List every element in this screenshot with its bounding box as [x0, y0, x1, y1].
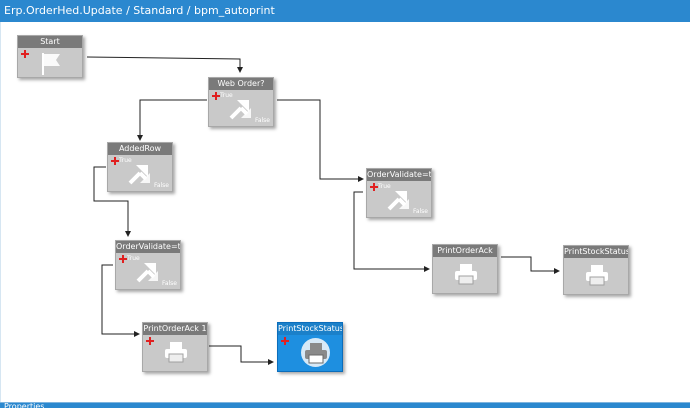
- added-row-decision-node[interactable]: AddedRow True False: [107, 142, 173, 192]
- connector-print-order-ack-1-to-print-stock-status-1: [209, 345, 274, 365]
- node-title: Web Order?: [209, 78, 273, 90]
- connector-start-to-web-order: [86, 56, 243, 73]
- printer-icon: [586, 265, 608, 286]
- false-branch-label: False: [153, 182, 169, 189]
- decision-arrows-icon: [136, 263, 158, 283]
- order-validate-decision-node-right[interactable]: OrderValidate=true True False: [366, 168, 432, 218]
- properties-panel-label: Properties: [4, 402, 45, 411]
- add-plus-icon[interactable]: [119, 255, 127, 263]
- node-title: OrderValidate=true: [367, 169, 431, 181]
- add-plus-icon[interactable]: [212, 92, 220, 100]
- decision-arrows-icon: [229, 100, 251, 120]
- connector-layer: [86, 56, 560, 365]
- decision-arrows-icon: [387, 191, 409, 211]
- flag-icon: [42, 53, 60, 75]
- connector-order-validate-to-print-order-ack: [353, 191, 430, 272]
- connector-web-order-false-to-order-validate: [277, 99, 364, 182]
- true-branch-label: True: [378, 183, 391, 190]
- web-order-decision-node[interactable]: Web Order? True False: [208, 77, 274, 127]
- node-title: PrintOrderAck 1: [143, 323, 207, 335]
- node-title: PrintOrderAck: [433, 245, 497, 257]
- add-plus-icon[interactable]: [21, 50, 29, 58]
- true-branch-label: True: [119, 157, 132, 164]
- node-title: Start: [18, 36, 82, 48]
- false-branch-label: False: [412, 208, 428, 215]
- true-branch-label: True: [127, 255, 140, 262]
- printer-icon: [165, 342, 187, 363]
- window-title-bar: Erp.OrderHed.Update / Standard / bpm_aut…: [0, 0, 690, 22]
- true-branch-label: True: [220, 92, 233, 99]
- node-title: AddedRow: [108, 143, 172, 155]
- add-plus-icon[interactable]: [370, 183, 378, 191]
- false-branch-label: False: [161, 280, 177, 287]
- connector-order-validate-left-to-print-order-ack-1: [101, 264, 140, 337]
- node-title: OrderValidate=true: [116, 241, 180, 253]
- connector-added-row-to-order-validate: [93, 166, 131, 237]
- false-branch-label: False: [254, 117, 270, 124]
- window-title: Erp.OrderHed.Update / Standard / bpm_aut…: [4, 4, 275, 17]
- print-order-ack-node[interactable]: PrintOrderAck: [432, 244, 498, 294]
- connector-print-order-ack-to-print-stock-status: [501, 256, 560, 274]
- panel-divider: [0, 402, 690, 403]
- print-stock-status-node[interactable]: PrintStockStatus: [563, 245, 629, 295]
- properties-panel-header[interactable]: Properties: [0, 402, 690, 411]
- add-plus-icon[interactable]: [146, 337, 154, 345]
- node-title: PrintStockStatus: [564, 246, 628, 258]
- workflow-canvas[interactable]: Start Web Order? True False AddedRow Tru…: [0, 22, 690, 402]
- add-plus-icon[interactable]: [111, 157, 119, 165]
- printer-icon: [305, 343, 327, 364]
- decision-arrows-icon: [128, 165, 150, 185]
- add-plus-icon[interactable]: [281, 337, 289, 345]
- print-order-ack-1-node[interactable]: PrintOrderAck 1: [142, 322, 208, 372]
- start-node[interactable]: Start: [17, 35, 83, 78]
- order-validate-decision-node-left[interactable]: OrderValidate=true True False: [115, 240, 181, 290]
- print-stock-status-1-node-selected[interactable]: PrintStockStatus 1: [277, 322, 343, 372]
- connector-web-order-true-to-added-row: [137, 99, 207, 141]
- printer-icon: [455, 264, 477, 285]
- node-title: PrintStockStatus 1: [278, 323, 342, 335]
